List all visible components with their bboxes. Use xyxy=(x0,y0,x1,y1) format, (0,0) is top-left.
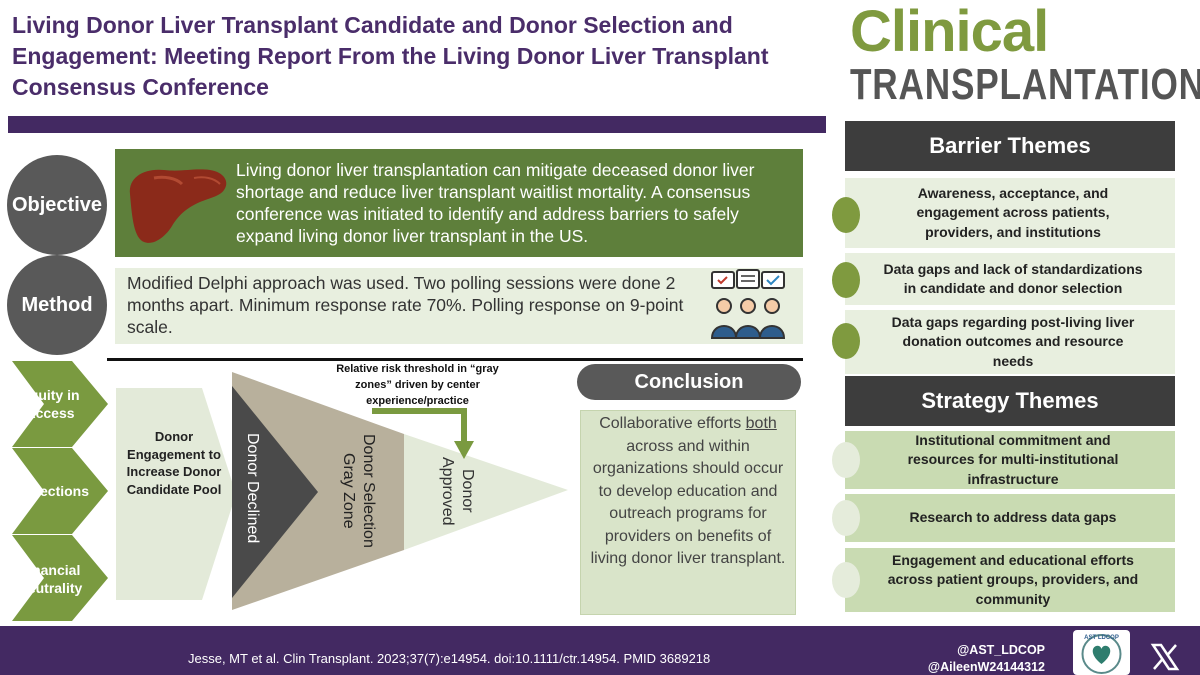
journal-logo-transplantation: TRANSPLANTATION xyxy=(850,60,1200,109)
x-logo[interactable] xyxy=(1150,642,1180,672)
donor-selection-funnel xyxy=(232,372,568,610)
barrier-themes-header: Barrier Themes xyxy=(845,121,1175,171)
risk-threshold-arrow xyxy=(372,408,474,459)
title-divider-bar xyxy=(8,116,826,133)
arrow-financial xyxy=(12,535,108,621)
ast-ldcop-logo: AST LDCOP xyxy=(1073,630,1130,675)
strategy-bullet-icon xyxy=(832,442,860,478)
arrow-protections xyxy=(12,448,108,534)
donor-declined-label: Donor Declined xyxy=(244,432,261,544)
strategy-themes-header: Strategy Themes xyxy=(845,376,1175,426)
conclusion-text-end: across and within organizations should o… xyxy=(590,437,786,568)
barrier-bullet-icon xyxy=(832,197,860,233)
conclusion-text: Collaborative efforts both across and wi… xyxy=(590,413,786,571)
discussion-people-icon xyxy=(710,269,786,339)
citation-text: Jesse, MT et al. Clin Transplant. 2023;3… xyxy=(188,651,711,666)
arrow-label-equity: Equity in Access xyxy=(20,387,80,421)
method-panel xyxy=(115,268,803,344)
method-label: Method xyxy=(7,255,107,355)
arrow-equity xyxy=(12,361,108,447)
conclusion-panel xyxy=(580,410,796,615)
method-text: Modified Delphi approach was used. Two p… xyxy=(127,273,684,337)
barrier-theme-item: Data gaps regarding post-living liver do… xyxy=(845,310,1175,374)
arrow-label-financial: Financial Neutrality xyxy=(17,562,83,596)
journal-logo-clinical: Clinical xyxy=(850,0,1049,64)
footer-bar xyxy=(0,626,1200,675)
strategy-bullet-icon xyxy=(832,562,860,598)
logo-lettering: AST LDCOP xyxy=(1084,635,1119,641)
objective-panel xyxy=(115,149,803,257)
risk-threshold-note: Relative risk threshold in “gray zones” … xyxy=(336,363,499,407)
conclusion-text-start: Collaborative efforts xyxy=(599,415,746,432)
conclusion-text-emphasis: both xyxy=(745,415,777,432)
barrier-bullet-icon xyxy=(832,323,860,359)
twitter-handle-ast[interactable]: @AST_LDCOP xyxy=(957,643,1045,657)
liver-icon xyxy=(129,169,227,243)
objective-text: Living donor liver transplantation can m… xyxy=(236,160,755,246)
strategy-theme-item: Engagement and educational efforts acros… xyxy=(845,548,1175,612)
strategy-theme-item: Research to address data gaps xyxy=(845,494,1175,542)
twitter-handle-author[interactable]: @AileenW24144312 xyxy=(927,660,1045,674)
donor-pool-text: Donor Engagement to Increase Donor Candi… xyxy=(126,429,222,497)
objective-label: Objective xyxy=(7,155,107,255)
arrow-label-protections: Protections xyxy=(12,483,90,499)
strategy-theme-item: Institutional commitment and resources f… xyxy=(845,431,1175,489)
donor-pool-shape xyxy=(116,388,236,600)
gray-zone-label: Donor Selection Gray Zone xyxy=(340,434,377,548)
barrier-theme-item: Awareness, acceptance, and engagement ac… xyxy=(845,178,1175,248)
donor-approved-label: Donor Approved xyxy=(439,456,476,526)
page-title: Living Donor Liver Transplant Candidate … xyxy=(12,12,769,100)
section-divider xyxy=(107,358,803,361)
strategy-bullet-icon xyxy=(832,500,860,536)
conclusion-label: Conclusion xyxy=(577,364,801,400)
barrier-bullet-icon xyxy=(832,262,860,298)
barrier-theme-item: Data gaps and lack of standardizations i… xyxy=(845,253,1175,305)
